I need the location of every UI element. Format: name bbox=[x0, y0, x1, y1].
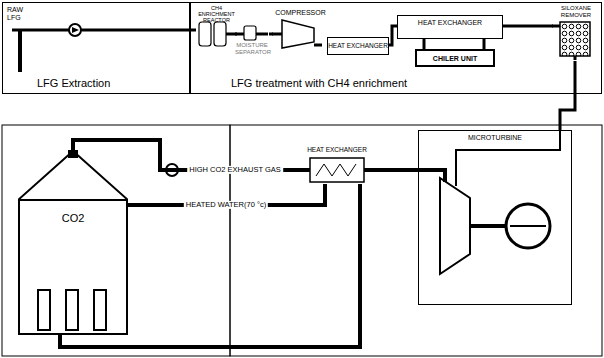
reactor-vessel bbox=[199, 22, 211, 46]
panel-outline bbox=[230, 125, 602, 356]
planter-symbol bbox=[94, 290, 106, 330]
node-label: CH4 ENRICHMENT REACTOR bbox=[196, 5, 237, 23]
node-label: SILOXANE REMOVER bbox=[553, 5, 599, 18]
pump-symbol bbox=[72, 27, 79, 33]
house-roof bbox=[18, 151, 128, 200]
node-label: MOISTURE SEPARATOR bbox=[235, 42, 269, 55]
node-label: LFG Extraction bbox=[37, 77, 110, 89]
process-box: HEAT EXCHANGER bbox=[397, 15, 503, 39]
node-label: LFG treatment with CH4 enrichment bbox=[231, 77, 407, 89]
node-label: HEAT EXCHANGER bbox=[398, 19, 502, 27]
node-label: HEAT EXCHANGER bbox=[302, 146, 372, 153]
chimney-symbol bbox=[68, 150, 78, 158]
turbine-symbol bbox=[440, 178, 470, 274]
generator-symbol bbox=[510, 225, 546, 227]
pipe-stub bbox=[234, 33, 268, 36]
node-label: CO2 bbox=[18, 212, 128, 224]
greenhouse: CO2 bbox=[18, 150, 128, 335]
pipe-connector bbox=[560, 61, 575, 130]
extraction-well bbox=[18, 30, 22, 72]
pipe-label: RAW LFG bbox=[5, 6, 33, 21]
siloxane-remover: SILOXANE REMOVER bbox=[553, 5, 599, 61]
gas-pipe bbox=[12, 29, 190, 32]
pipe-connector bbox=[483, 39, 486, 49]
pipe-label: HEATED WATER(70 °c) bbox=[184, 201, 268, 209]
house-wall bbox=[19, 200, 127, 334]
compressor: COMPRESSOR bbox=[273, 9, 328, 51]
house-outline bbox=[18, 150, 128, 335]
node-label: CHILER UNIT bbox=[417, 55, 493, 63]
planter-symbol bbox=[66, 290, 78, 330]
compressor-symbol bbox=[282, 20, 314, 48]
pipe-connector bbox=[423, 39, 426, 49]
process-box: CHILER UNIT bbox=[415, 49, 495, 67]
exhaust-stub bbox=[418, 170, 445, 182]
separator-vessel bbox=[244, 26, 256, 40]
node-label: COMPRESSOR bbox=[273, 9, 328, 17]
planter-symbol bbox=[38, 290, 50, 330]
panel: CH4 ENRICHMENT REACTOR MOISTURE SEPARATOR… bbox=[190, 2, 602, 94]
pipe-connector bbox=[389, 26, 397, 45]
node-label: HEAT EXCHANGER bbox=[328, 42, 388, 49]
pump-symbol bbox=[69, 24, 81, 36]
siloxane-filter bbox=[560, 22, 590, 56]
heat-exchanger: HEAT EXCHANGER bbox=[302, 146, 372, 184]
node-label: MICROTURBINE bbox=[419, 134, 571, 142]
process-box: HEAT EXCHANGER bbox=[327, 37, 389, 55]
pipe-label: HIGH CO2 EXHAUST GAS bbox=[187, 166, 283, 174]
pipe-connector bbox=[235, 33, 237, 36]
pipe-stub bbox=[272, 34, 322, 45]
pipe-stub bbox=[226, 33, 234, 36]
microturbine: MICROTURBINE bbox=[418, 130, 572, 305]
turbine-shaft bbox=[470, 224, 506, 228]
pipe-connector bbox=[269, 33, 273, 36]
panel: LFG Extraction bbox=[2, 2, 190, 94]
pipe-stub bbox=[552, 26, 575, 60]
pipe-connector bbox=[503, 25, 553, 28]
pipe-connector bbox=[372, 168, 418, 172]
heat-exchanger-coil bbox=[316, 164, 356, 176]
generator-symbol bbox=[506, 204, 550, 248]
heat-exchanger-shell bbox=[310, 158, 364, 182]
reactor-vessel bbox=[214, 22, 226, 46]
pipe-stub bbox=[302, 168, 372, 172]
panel-outline bbox=[2, 125, 230, 356]
reactor: CH4 ENRICHMENT REACTOR bbox=[196, 5, 237, 51]
separator: MOISTURE SEPARATOR bbox=[235, 25, 269, 59]
